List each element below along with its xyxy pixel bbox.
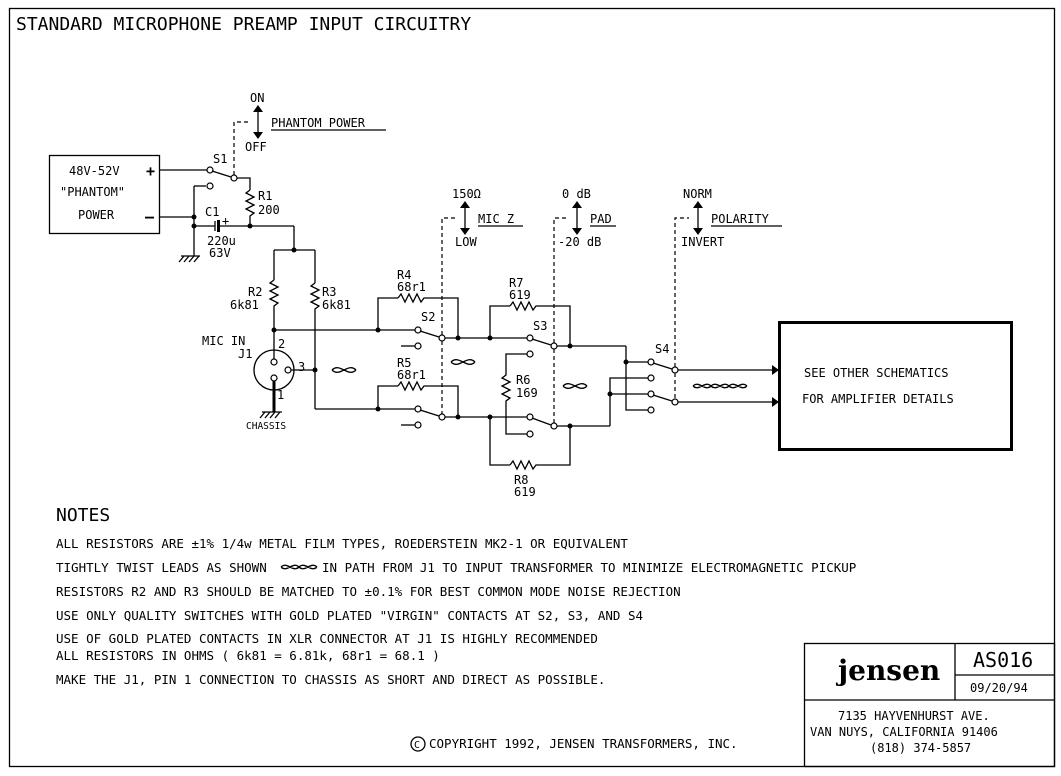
s2-down-label: LOW <box>455 235 477 249</box>
s4-label: S4 <box>655 342 669 356</box>
address-line-3: (818) 374-5857 <box>870 741 971 755</box>
resistor-r2: R2 6k81 <box>230 279 280 330</box>
note-5: USE OF GOLD PLATED CONTACTS IN XLR CONNE… <box>56 631 598 646</box>
r4-ref: R4 <box>397 268 411 282</box>
pin-3-label: 3 <box>298 360 305 374</box>
s1-label: S1 <box>213 152 227 166</box>
switch-s4[interactable]: S4 <box>647 217 689 414</box>
j1-label: J1 <box>238 347 252 361</box>
r5-value: 68r1 <box>397 368 426 382</box>
schematic-title: STANDARD MICROPHONE PREAMP INPUT CIRCUIT… <box>16 14 471 35</box>
address-line-2: VAN NUYS, CALIFORNIA 91406 <box>810 725 998 739</box>
r8-value: 619 <box>514 485 536 499</box>
psu-line-2: "PHANTOM" <box>60 185 125 199</box>
r7-value: 619 <box>509 288 531 302</box>
r3-value: 6k81 <box>322 298 351 312</box>
sheet-border <box>8 7 1056 768</box>
r8-ref: R8 <box>514 473 528 487</box>
s4-actuator-legend: NORM INVERT POLARITY <box>681 187 782 249</box>
r1-value: 200 <box>258 203 280 217</box>
psu-line-1: 48V-52V <box>69 164 120 178</box>
company-logo: jensen <box>835 654 940 687</box>
note-3: RESISTORS R2 AND R3 SHOULD BE MATCHED TO… <box>56 584 681 599</box>
phantom-power-supply: 48V-52V "PHANTOM" POWER + – <box>48 154 161 235</box>
twisted-pair-legend-symbol <box>280 564 318 570</box>
ground-symbol <box>178 255 200 263</box>
s4-down-label: INVERT <box>681 235 724 249</box>
title-block: jensen AS016 09/20/94 7135 HAYVENHURST A… <box>803 642 1056 768</box>
note-1: ALL RESISTORS ARE ±1% 1/4w METAL FILM TY… <box>56 536 628 551</box>
s1-actuator-legend: ON OFF PHANTOM POWER <box>245 91 386 154</box>
r2-ref: R2 <box>248 285 262 299</box>
switch-s3[interactable]: S3 <box>526 217 568 438</box>
c1-polarity: + <box>222 214 229 228</box>
amp-box-line-1: SEE OTHER SCHEMATICS <box>804 366 949 380</box>
c1-value: 220u <box>207 234 236 248</box>
r6-ref: R6 <box>516 373 530 387</box>
s3-down-label: -20 dB <box>558 235 601 249</box>
c1-voltage: 63V <box>209 246 231 260</box>
s1-function-label: PHANTOM POWER <box>271 116 366 130</box>
amplifier-reference-box: SEE OTHER SCHEMATICS FOR AMPLIFIER DETAI… <box>778 321 1013 451</box>
note-7: MAKE THE J1, PIN 1 CONNECTION TO CHASSIS… <box>56 672 605 687</box>
notes-section: NOTES ALL RESISTORS ARE ±1% 1/4w METAL F… <box>56 505 856 687</box>
notes-heading: NOTES <box>56 505 110 526</box>
s3-label: S3 <box>533 319 547 333</box>
s2-up-label: 150Ω <box>452 187 481 201</box>
r7-ref: R7 <box>509 276 523 290</box>
s2-actuator-legend: 150Ω LOW MIC Z <box>452 187 523 249</box>
note-6: ALL RESISTORS IN OHMS ( 6k81 = 6.81k, 68… <box>56 648 440 663</box>
capacitor-c1: C1 + 220u 63V <box>194 205 294 260</box>
resistor-r3: R3 6k81 <box>309 282 351 409</box>
twisted-pair-symbol <box>331 367 357 373</box>
s1-on-label: ON <box>250 91 264 105</box>
pin-1-label: 1 <box>277 388 284 402</box>
s2-function-label: MIC Z <box>478 212 514 226</box>
note-4: USE ONLY QUALITY SWITCHES WITH GOLD PLAT… <box>56 608 643 623</box>
resistor-r7: R7 619 <box>509 276 571 346</box>
r3-ref: R3 <box>322 285 336 299</box>
chassis-label: CHASSIS <box>246 421 286 432</box>
r4-value: 68r1 <box>397 280 426 294</box>
s3-function-label: PAD <box>590 212 612 226</box>
resistor-r8: R8 619 <box>509 425 571 499</box>
switch-s1[interactable]: S1 <box>206 121 250 190</box>
copyright-symbol: C <box>414 740 420 751</box>
note-2a: TIGHTLY TWIST LEADS AS SHOWN <box>56 560 267 575</box>
c1-ref: C1 <box>205 205 219 219</box>
r1-ref: R1 <box>258 189 272 203</box>
r2-value: 6k81 <box>230 298 259 312</box>
pin-2-label: 2 <box>278 337 285 351</box>
psu-minus: – <box>145 208 155 226</box>
drawing-date: 09/20/94 <box>970 681 1028 695</box>
s3-actuator-legend: 0 dB -20 dB PAD <box>558 187 616 249</box>
psu-line-3: POWER <box>78 208 115 222</box>
drawing-number: AS016 <box>973 648 1033 672</box>
resistor-r5: R5 68r1 <box>397 356 459 417</box>
s1-off-label: OFF <box>245 140 267 154</box>
xlr-connector-j1[interactable]: MIC IN J1 2 3 1 CHASSIS <box>202 334 318 432</box>
psu-plus: + <box>146 162 155 180</box>
copyright-text: COPYRIGHT 1992, JENSEN TRANSFORMERS, INC… <box>429 736 738 751</box>
copyright: C COPYRIGHT 1992, JENSEN TRANSFORMERS, I… <box>410 736 738 752</box>
s3-up-label: 0 dB <box>562 187 591 201</box>
r5-ref: R5 <box>397 356 411 370</box>
switch-s2[interactable]: S2 <box>401 217 456 429</box>
r6-value: 169 <box>516 386 538 400</box>
resistor-r6: R6 169 <box>500 353 538 435</box>
address-line-1: 7135 HAYVENHURST AVE. <box>838 709 990 723</box>
s4-function-label: POLARITY <box>711 212 770 226</box>
mic-in-label: MIC IN <box>202 334 245 348</box>
note-2b: IN PATH FROM J1 TO INPUT TRANSFORMER TO … <box>322 560 856 575</box>
amp-box-line-2: FOR AMPLIFIER DETAILS <box>802 392 954 406</box>
s4-up-label: NORM <box>683 187 712 201</box>
resistor-r4: R4 68r1 <box>397 268 459 338</box>
resistor-r1: R1 200 <box>244 189 280 226</box>
s2-label: S2 <box>421 310 435 324</box>
